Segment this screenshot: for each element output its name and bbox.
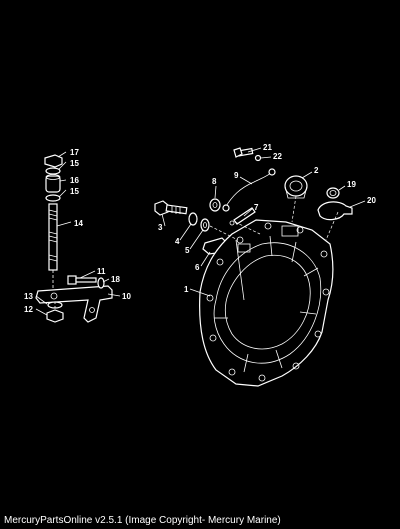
bolt-washer-group — [154, 200, 210, 232]
callout-21: 21 — [263, 143, 272, 152]
callout-22: 22 — [273, 152, 282, 161]
callout-1: 1 — [184, 285, 189, 294]
seal-bushing — [284, 175, 308, 199]
callout-14: 14 — [74, 219, 83, 228]
callout-9: 9 — [234, 171, 239, 180]
callout-2: 2 — [314, 166, 319, 175]
callout-20: 20 — [367, 196, 376, 205]
callout-7: 7 — [254, 203, 259, 212]
callout-4: 4 — [175, 237, 180, 246]
callout-12: 12 — [24, 305, 33, 314]
callout-15-upper: 15 — [70, 159, 79, 168]
callout-11: 11 — [97, 267, 106, 276]
flywheel-housing — [199, 195, 339, 387]
callout-8: 8 — [212, 177, 217, 186]
callout-19: 19 — [347, 180, 356, 189]
copyright-caption: MercuryPartsOnline v2.5.1 (Image Copyrig… — [4, 515, 281, 526]
callout-6: 6 — [195, 263, 200, 272]
callout-16: 16 — [70, 176, 79, 185]
callout-15-lower: 15 — [70, 187, 79, 196]
callout-3: 3 — [158, 223, 163, 232]
cable-group — [222, 147, 276, 212]
mounting-bracket — [35, 275, 113, 323]
callout-13: 13 — [24, 292, 33, 301]
callout-18: 18 — [111, 275, 120, 284]
grommet-clamp — [317, 187, 353, 221]
exploded-parts-diagram: 17 15 16 15 14 11 18 10 13 12 3 4 5 6 1 … — [24, 143, 376, 387]
callout-10: 10 — [122, 292, 131, 301]
callout-labels: 17 15 16 15 14 11 18 10 13 12 3 4 5 6 1 … — [24, 143, 376, 314]
callout-5: 5 — [185, 246, 190, 255]
callout-17: 17 — [70, 148, 79, 157]
leader-lines — [35, 147, 366, 316]
stud-assembly — [44, 154, 63, 288]
